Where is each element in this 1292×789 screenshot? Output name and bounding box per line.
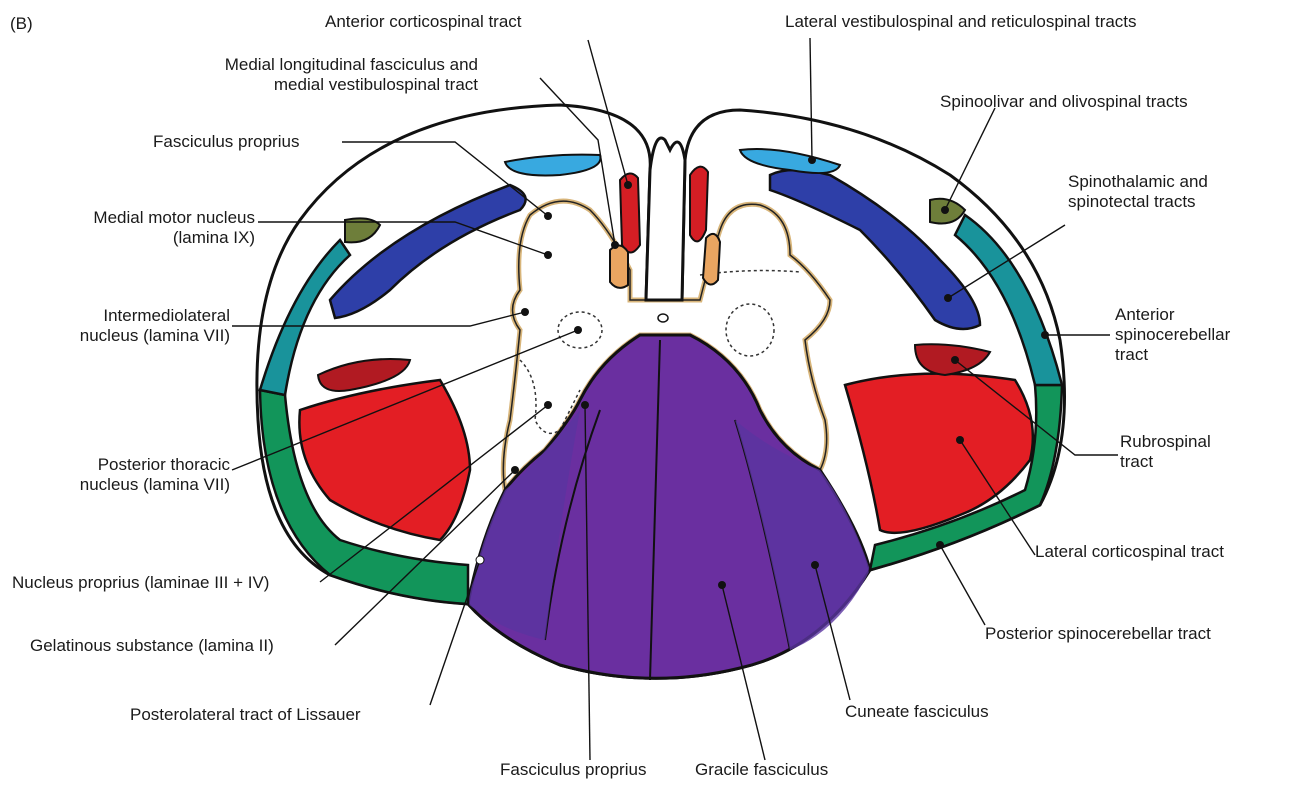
label-mlf: Medial longitudinal fasciculus and media… (148, 55, 478, 95)
mlf-right (703, 234, 720, 285)
label-intermediolateral: Intermediolateral nucleus (lamina VII) (30, 306, 230, 346)
label-mlf-line1: Medial longitudinal fasciculus and (148, 55, 478, 75)
dot-posterior-thoracic (574, 326, 582, 334)
dot-anterior-spinocerebellar (1041, 331, 1049, 339)
dot-posterior-spinocerebellar (936, 541, 944, 549)
label-intermediolateral-line2: nucleus (lamina VII) (30, 326, 230, 346)
label-spinothalamic-line1: Spinothalamic and (1068, 172, 1208, 192)
label-gelatinous: Gelatinous substance (lamina II) (30, 636, 274, 656)
dot-fasciculus-proprius-top (544, 212, 552, 220)
label-spinoolivar: Spinoolivar and olivospinal tracts (940, 92, 1188, 112)
dot-anterior-corticospinal (624, 181, 632, 189)
label-anterior-spinocerebellar-line1: Anterior (1115, 305, 1230, 325)
label-posterior-spinocerebellar: Posterior spinocerebellar tract (985, 624, 1211, 644)
label-cuneate: Cuneate fasciculus (845, 702, 989, 722)
label-gracile: Gracile fasciculus (695, 760, 828, 780)
label-rubrospinal-line2: tract (1120, 452, 1211, 472)
dot-gracile (718, 581, 726, 589)
dot-spinoolivar (941, 206, 949, 214)
dot-medial-motor (544, 251, 552, 259)
label-mlf-line2: medial vestibulospinal tract (148, 75, 478, 95)
dot-cuneate (811, 561, 819, 569)
dot-nucleus-proprius (544, 401, 552, 409)
label-medial-motor: Medial motor nucleus (lamina IX) (30, 208, 255, 248)
label-rubrospinal: Rubrospinal tract (1120, 432, 1211, 472)
dot-gelatinous (511, 466, 519, 474)
label-spinothalamic-line2: spinotectal tracts (1068, 192, 1208, 212)
label-fasciculus-proprius-bottom: Fasciculus proprius (500, 760, 646, 780)
central-canal (658, 314, 668, 322)
label-rubrospinal-line1: Rubrospinal (1120, 432, 1211, 452)
dot-intermediolateral (521, 308, 529, 316)
anterior-corticospinal-right (690, 167, 708, 242)
label-posterior-thoracic-line1: Posterior thoracic (30, 455, 230, 475)
dot-fasciculus-proprius-bottom (581, 401, 589, 409)
label-lateral-corticospinal: Lateral corticospinal tract (1035, 542, 1224, 562)
dot-lissauer (476, 556, 484, 564)
label-medial-motor-line2: (lamina IX) (30, 228, 255, 248)
mlf-left (610, 245, 628, 287)
label-lateral-vestibulospinal: Lateral vestibulospinal and reticulospin… (785, 12, 1137, 32)
label-nucleus-proprius: Nucleus proprius (laminae III + IV) (12, 573, 269, 593)
dot-rubrospinal (951, 356, 959, 364)
label-medial-motor-line1: Medial motor nucleus (30, 208, 255, 228)
label-posterior-thoracic-line2: nucleus (lamina VII) (30, 475, 230, 495)
panel-label: (B) (10, 14, 33, 34)
dot-mlf (611, 241, 619, 249)
label-intermediolateral-line1: Intermediolateral (30, 306, 230, 326)
label-spinothalamic: Spinothalamic and spinotectal tracts (1068, 172, 1208, 212)
label-lissauer: Posterolateral tract of Lissauer (130, 705, 361, 725)
label-anterior-spinocerebellar-line3: tract (1115, 345, 1230, 365)
label-anterior-spinocerebellar-line2: spinocerebellar (1115, 325, 1230, 345)
dot-lateral-corticospinal (956, 436, 964, 444)
anterior-median-fissure (646, 138, 685, 300)
label-posterior-thoracic: Posterior thoracic nucleus (lamina VII) (30, 455, 230, 495)
label-anterior-corticospinal: Anterior corticospinal tract (325, 12, 522, 32)
dot-spinothalamic (944, 294, 952, 302)
label-fasciculus-proprius-top: Fasciculus proprius (153, 132, 299, 152)
dot-lateral-vestibulospinal (808, 156, 816, 164)
label-anterior-spinocerebellar: Anterior spinocerebellar tract (1115, 305, 1230, 365)
leader-posterior-spinocerebellar (940, 545, 985, 625)
